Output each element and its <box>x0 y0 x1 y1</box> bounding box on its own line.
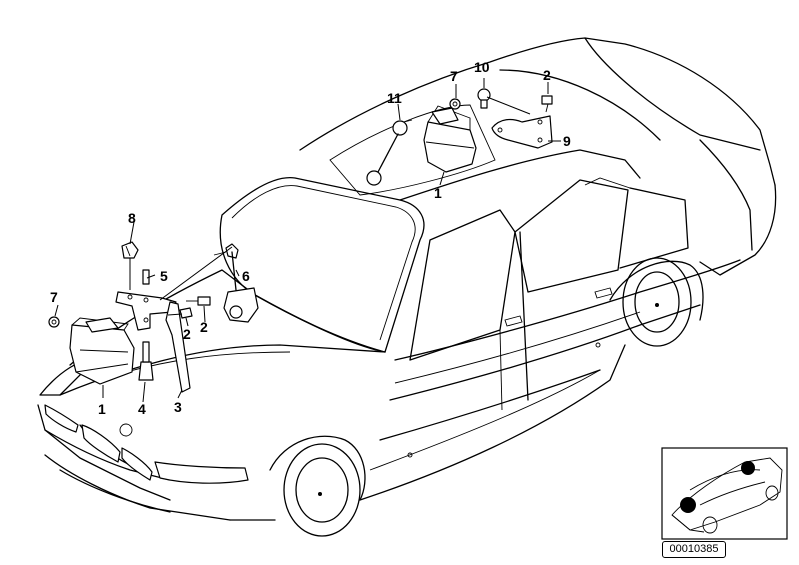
callout-4: 4 <box>138 401 146 417</box>
car-outline <box>37 37 777 537</box>
callout-10: 10 <box>474 59 490 75</box>
rear-sensor-assembly <box>366 88 553 186</box>
callout-1-front: 1 <box>98 401 106 417</box>
thumbnail-locator <box>661 447 788 540</box>
callout-1-rear: 1 <box>434 185 442 201</box>
callout-9: 9 <box>563 133 571 149</box>
callout-7-rear: 7 <box>450 68 458 84</box>
callout-2-front-b: 2 <box>200 319 208 335</box>
callout-6: 6 <box>242 268 250 284</box>
front-location-marker <box>680 497 696 513</box>
callout-8: 8 <box>128 210 136 226</box>
rear-location-marker <box>741 461 755 475</box>
callout-2-rear: 2 <box>543 67 551 83</box>
leader-lines <box>54 78 561 403</box>
callout-11: 11 <box>387 90 402 106</box>
callout-2-front-a: 2 <box>183 326 191 342</box>
reference-code: 00010385 <box>662 541 726 558</box>
front-sensor-assembly <box>48 241 259 393</box>
callout-5: 5 <box>160 268 168 284</box>
callout-3: 3 <box>174 399 182 415</box>
callout-7-front: 7 <box>50 289 58 305</box>
callout-labels: 1 4 3 5 6 8 7 2 2 1 11 7 10 2 9 <box>50 59 571 417</box>
